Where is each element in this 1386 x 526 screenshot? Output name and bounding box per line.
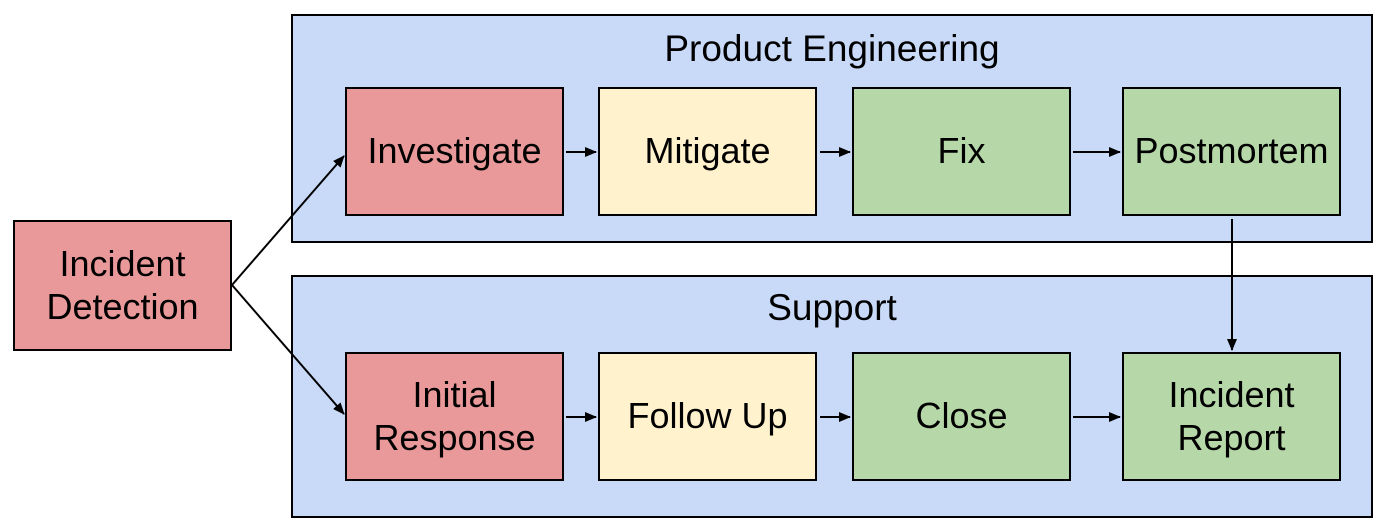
node-investigate: Investigate: [345, 87, 564, 216]
node-label: Incident Report: [1168, 374, 1295, 458]
node-initial-response: Initial Response: [345, 352, 564, 481]
lane-support: Support Initial Response Follow Up Close…: [291, 275, 1373, 518]
node-label: Postmortem: [1134, 130, 1329, 172]
node-label: Incident Detection: [46, 243, 199, 327]
node-close: Close: [852, 352, 1071, 481]
node-label: Close: [915, 395, 1008, 437]
node-label: Fix: [937, 130, 986, 172]
node-label: Follow Up: [627, 395, 788, 437]
node-incident-detection: Incident Detection: [13, 220, 232, 351]
node-label: Investigate: [367, 130, 542, 172]
node-follow-up: Follow Up: [598, 352, 817, 481]
node-fix: Fix: [852, 87, 1071, 216]
node-mitigate: Mitigate: [598, 87, 817, 216]
lane-product-engineering: Product Engineering Investigate Mitigate…: [291, 14, 1373, 243]
node-incident-report: Incident Report: [1122, 352, 1341, 481]
lane-title-product-engineering: Product Engineering: [664, 28, 1000, 69]
node-label: Mitigate: [644, 130, 771, 172]
node-postmortem: Postmortem: [1122, 87, 1341, 216]
lane-title-support: Support: [767, 287, 897, 328]
node-label: Initial Response: [373, 374, 536, 458]
